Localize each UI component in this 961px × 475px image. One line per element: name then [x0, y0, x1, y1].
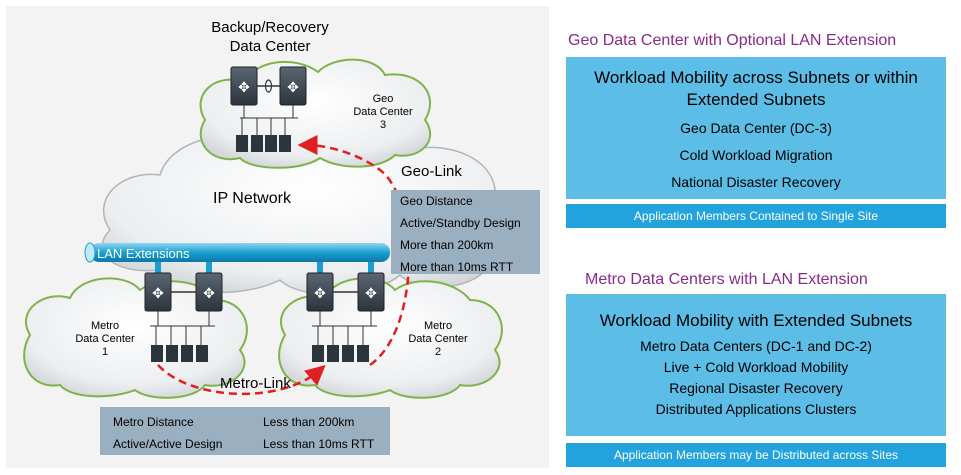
svg-text:✥: ✥ [203, 286, 215, 302]
metro-panel-box: Workload Mobility with Extended Subnets … [566, 294, 946, 436]
metro-info-line: Less than 200km [263, 415, 355, 429]
svg-text:✥: ✥ [287, 80, 299, 96]
metro-panel-item: Distributed Applications Clusters [655, 401, 857, 417]
geo-panel-item: National Disaster Recovery [671, 174, 841, 190]
geo-panel-heading: Extended Subnets [686, 90, 826, 109]
geo-core-switch-2-icon: ✥ [279, 66, 307, 106]
metro-panel-item: Regional Disaster Recovery [669, 380, 843, 396]
geo-core-switch-1-icon: ✥ [230, 66, 258, 106]
geo-link-arrow [297, 135, 410, 367]
geo-info-line: Geo Distance [400, 194, 473, 208]
geo-info-line: More than 10ms RTT [400, 260, 514, 274]
geo-info-box: Geo Distance Active/Standby Design More … [391, 190, 540, 274]
svg-text:✥: ✥ [152, 286, 164, 302]
geo-panel-box: Workload Mobility across Subnets or with… [566, 57, 946, 199]
ip-network-label: IP Network [213, 190, 291, 207]
geo-panel-title: Geo Data Center with Optional LAN Extens… [568, 32, 897, 49]
metro2-core-switch-2-icon: ✥ [357, 272, 385, 312]
svg-text:✥: ✥ [238, 80, 250, 96]
metro-cloud-2 [278, 277, 503, 399]
metro-cloud-1 [23, 277, 248, 399]
geo-panel-item: Cold Workload Migration [679, 147, 833, 163]
geo-link-label: Geo-Link [401, 163, 462, 180]
geo-info-line: Active/Standby Design [400, 216, 521, 230]
geo-panel-item: Geo Data Center (DC-3) [680, 120, 832, 136]
geo-panel-heading: Workload Mobility across Subnets or with… [594, 68, 918, 87]
lan-extension-pipe [90, 243, 390, 262]
svg-text:✥: ✥ [365, 286, 377, 302]
lan-extensions-label: LAN Extensions [97, 246, 190, 261]
metro-panel-footer: Application Members may be Distributed a… [566, 443, 946, 467]
metro-panel-heading: Workload Mobility with Extended Subnets [599, 311, 913, 330]
metro2-core-switch-1-icon: ✥ [306, 272, 334, 312]
geo-panel-footer: Application Members Contained to Single … [566, 204, 946, 228]
metro1-server-icons [151, 345, 208, 362]
metro-info-box: Metro Distance Active/Active Design Less… [100, 407, 390, 455]
geo-server-icons [236, 135, 291, 152]
metro-info-line: Metro Distance [113, 415, 194, 429]
svg-text:✥: ✥ [314, 286, 326, 302]
geo-info-line: More than 200km [400, 238, 494, 252]
metro-panel-item: Metro Data Centers (DC-1 and DC-2) [640, 338, 872, 354]
metro1-core-switch-2-icon: ✥ [195, 272, 223, 312]
metro-panel-title: Metro Data Centers with LAN Extension [585, 271, 868, 288]
metro1-core-switch-1-icon: ✥ [144, 272, 172, 312]
metro-link-label: Metro-Link [220, 375, 291, 392]
metro-info-line: Active/Active Design [113, 437, 223, 451]
lan-pipe-end [84, 242, 96, 263]
metro-panel-item: Live + Cold Workload Mobility [663, 359, 849, 375]
metro-info-line: Less than 10ms RTT [263, 437, 375, 451]
metro-link-arrow [157, 364, 326, 395]
metro2-server-icons [312, 345, 369, 362]
